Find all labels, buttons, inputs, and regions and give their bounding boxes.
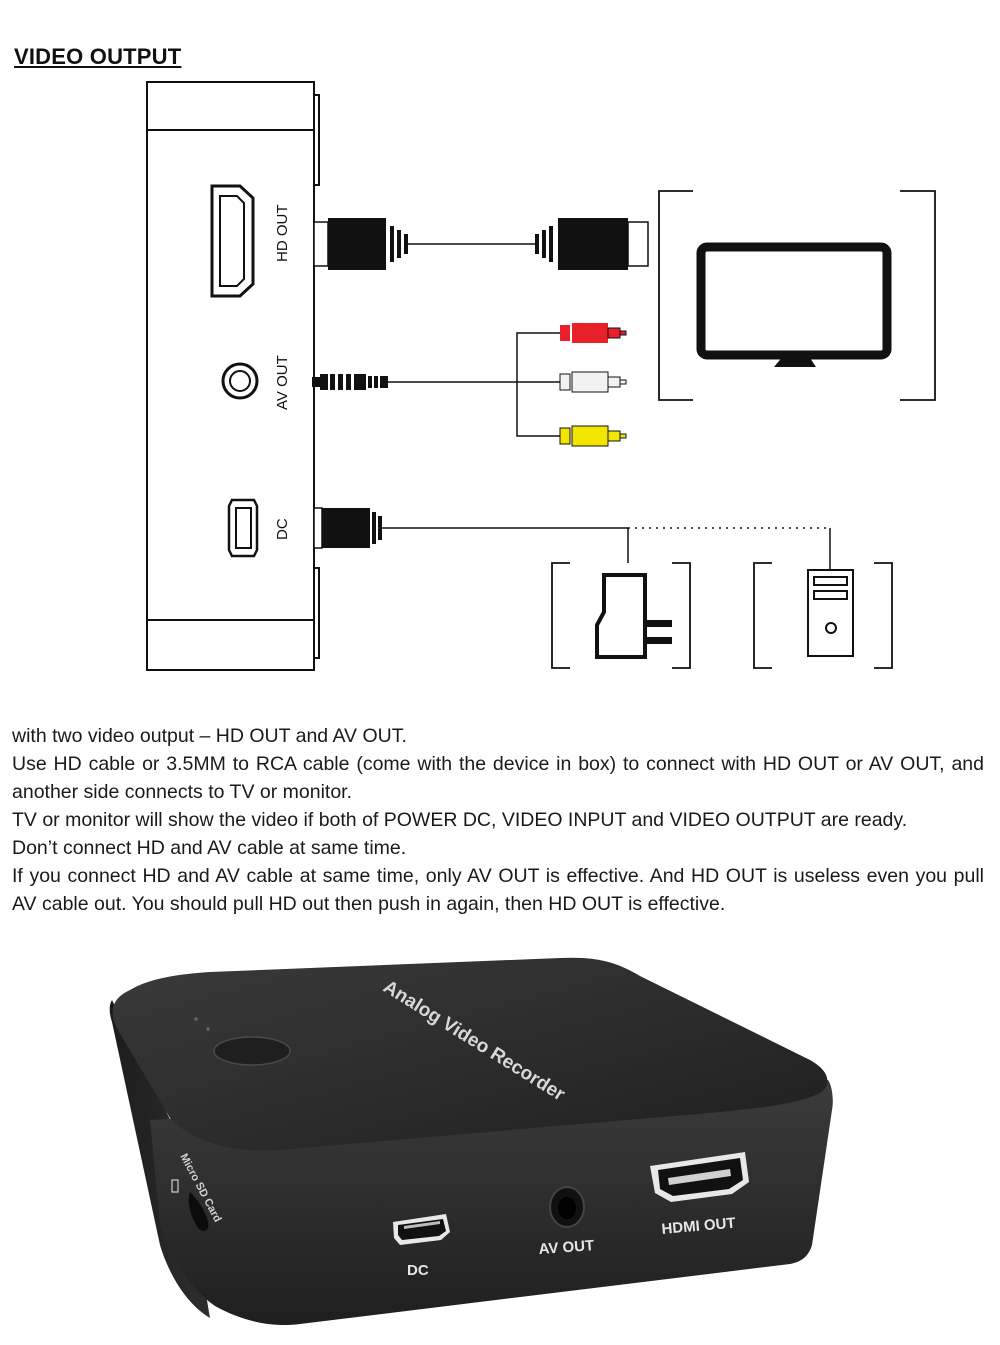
product-av-out-label: AV OUT xyxy=(538,1237,595,1258)
connection-diagram: HD OUT AV OUT DC xyxy=(146,81,936,671)
dc-port-icon xyxy=(227,498,259,558)
hd-out-port-label: HD OUT xyxy=(274,205,291,263)
av-rca-cable xyxy=(312,332,560,437)
rca-plug-yellow xyxy=(559,425,627,447)
led-indicator-1 xyxy=(194,1017,198,1021)
description-text: with two video output – HD OUT and AV OU… xyxy=(12,722,984,918)
rca-plug-red xyxy=(560,323,627,343)
description-line-5: If you connect HD and AV cable at same t… xyxy=(12,865,984,915)
product-hdmi-out-port[interactable] xyxy=(650,1152,749,1202)
description-line-3: TV or monitor will show the video if bot… xyxy=(12,809,908,831)
pc-tower-icon xyxy=(807,569,854,657)
led-indicator-2 xyxy=(206,1027,210,1031)
power-adapter-bracket xyxy=(551,562,691,669)
power-adapter-icon xyxy=(595,573,672,659)
av-port-icon xyxy=(221,362,259,400)
hdmi-port-icon xyxy=(210,184,255,298)
power-button xyxy=(213,1036,291,1066)
description-line-1: with two video output – HD OUT and AV OU… xyxy=(12,725,407,747)
product-dc-label: DC xyxy=(407,1262,429,1279)
top-brand-label: Analog Video Recorder xyxy=(379,976,569,1105)
device-outline xyxy=(146,81,320,671)
av-out-port-label: AV OUT xyxy=(274,355,291,410)
tv-bracket xyxy=(658,190,936,401)
product-dc-port[interactable] xyxy=(393,1214,450,1245)
rca-plug-white xyxy=(559,371,627,393)
dc-cable xyxy=(313,507,831,570)
hdmi-cable xyxy=(313,218,649,270)
dc-port-label: DC xyxy=(274,518,291,540)
description-line-4: Don’t connect HD and AV cable at same ti… xyxy=(12,837,407,859)
product-av-out-jack[interactable] xyxy=(549,1186,585,1228)
device-body xyxy=(109,957,833,1326)
micro-sd-card-icon xyxy=(171,1179,179,1193)
pc-bracket xyxy=(753,562,893,669)
page-title: VIDEO OUTPUT xyxy=(14,44,182,69)
description-line-2: Use HD cable or 3.5MM to RCA cable (come… xyxy=(12,753,984,803)
tv-icon xyxy=(696,242,892,367)
micro-sd-label: Micro SD Card xyxy=(177,1152,223,1225)
product-hdmi-out-label: HDMI OUT xyxy=(661,1215,736,1238)
micro-sd-slot[interactable] xyxy=(188,1192,209,1231)
